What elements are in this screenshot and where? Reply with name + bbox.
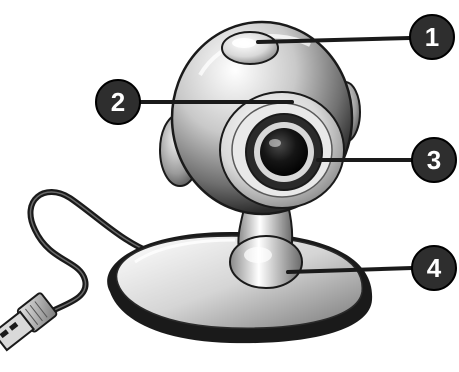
- callout-3: 3: [412, 138, 456, 182]
- callout-3-label: 3: [427, 145, 441, 175]
- webcam-neck: [230, 205, 302, 288]
- callout-1-label: 1: [425, 22, 439, 52]
- snapshot-button: [222, 32, 278, 64]
- callout-4: 4: [412, 246, 456, 290]
- callout-1: 1: [410, 15, 454, 59]
- usb-plug: [0, 292, 58, 352]
- callout-2-label: 2: [111, 87, 125, 117]
- callout-4-label: 4: [427, 253, 442, 283]
- camera-lens: [246, 114, 322, 190]
- callout-2: 2: [96, 80, 140, 124]
